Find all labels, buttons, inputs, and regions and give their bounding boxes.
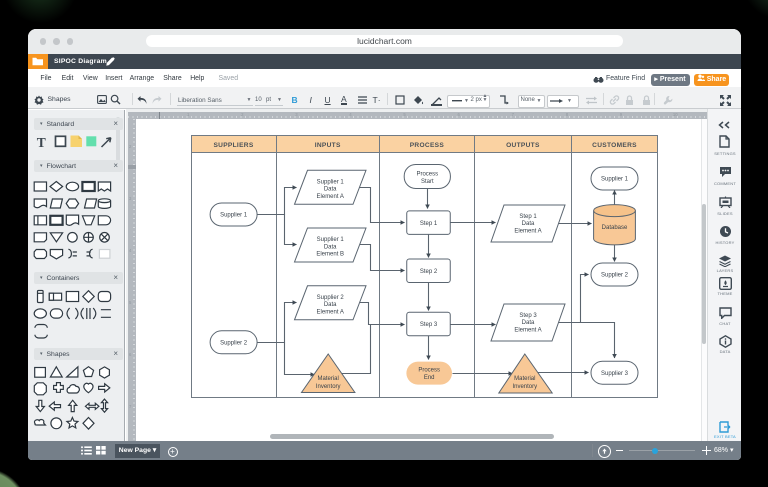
svg-text:Supplier 1: Supplier 1	[317, 179, 345, 185]
svg-text:Start: Start	[421, 179, 434, 185]
svg-text:Element A: Element A	[317, 194, 344, 200]
svg-text:Element A: Element A	[514, 228, 541, 234]
svg-text:Supplier 1: Supplier 1	[220, 213, 248, 219]
svg-text:Inventory: Inventory	[316, 384, 341, 390]
svg-text:Data: Data	[324, 187, 337, 193]
svg-text:PROCESS: PROCESS	[410, 142, 445, 149]
svg-text:Process: Process	[418, 367, 440, 373]
svg-text:OUTPUTS: OUTPUTS	[506, 142, 540, 149]
svg-text:Database: Database	[602, 225, 628, 231]
svg-text:SUPPLIERS: SUPPLIERS	[213, 142, 253, 149]
svg-text:Supplier 1: Supplier 1	[601, 177, 629, 183]
svg-text:Step 1: Step 1	[519, 214, 537, 220]
svg-text:Step 3: Step 3	[519, 313, 537, 319]
svg-text:Material: Material	[514, 376, 535, 382]
svg-text:End: End	[424, 375, 435, 381]
svg-text:Supplier 2: Supplier 2	[317, 295, 345, 301]
svg-text:Supplier 2: Supplier 2	[601, 273, 629, 279]
svg-text:Step 1: Step 1	[420, 221, 438, 227]
svg-text:Element B: Element B	[316, 252, 344, 258]
svg-text:Step 2: Step 2	[420, 269, 438, 275]
svg-text:Data: Data	[522, 221, 535, 227]
svg-text:Data: Data	[522, 320, 535, 326]
svg-text:Supplier 1: Supplier 1	[317, 237, 345, 243]
svg-text:Supplier 3: Supplier 3	[601, 371, 629, 377]
svg-text:Material: Material	[318, 376, 339, 382]
svg-text:Data: Data	[324, 244, 337, 250]
svg-text:Step 3: Step 3	[420, 322, 438, 328]
svg-text:Element A: Element A	[317, 309, 344, 315]
svg-text:T: T	[37, 134, 46, 149]
svg-text:Element A: Element A	[514, 327, 541, 333]
svg-text:Inventory: Inventory	[512, 384, 537, 390]
svg-text:Process: Process	[416, 172, 438, 178]
svg-text:Data: Data	[324, 302, 337, 308]
svg-text:CUSTOMERS: CUSTOMERS	[592, 142, 637, 149]
svg-text:INPUTS: INPUTS	[315, 142, 341, 149]
svg-text:Supplier 2: Supplier 2	[220, 341, 248, 347]
